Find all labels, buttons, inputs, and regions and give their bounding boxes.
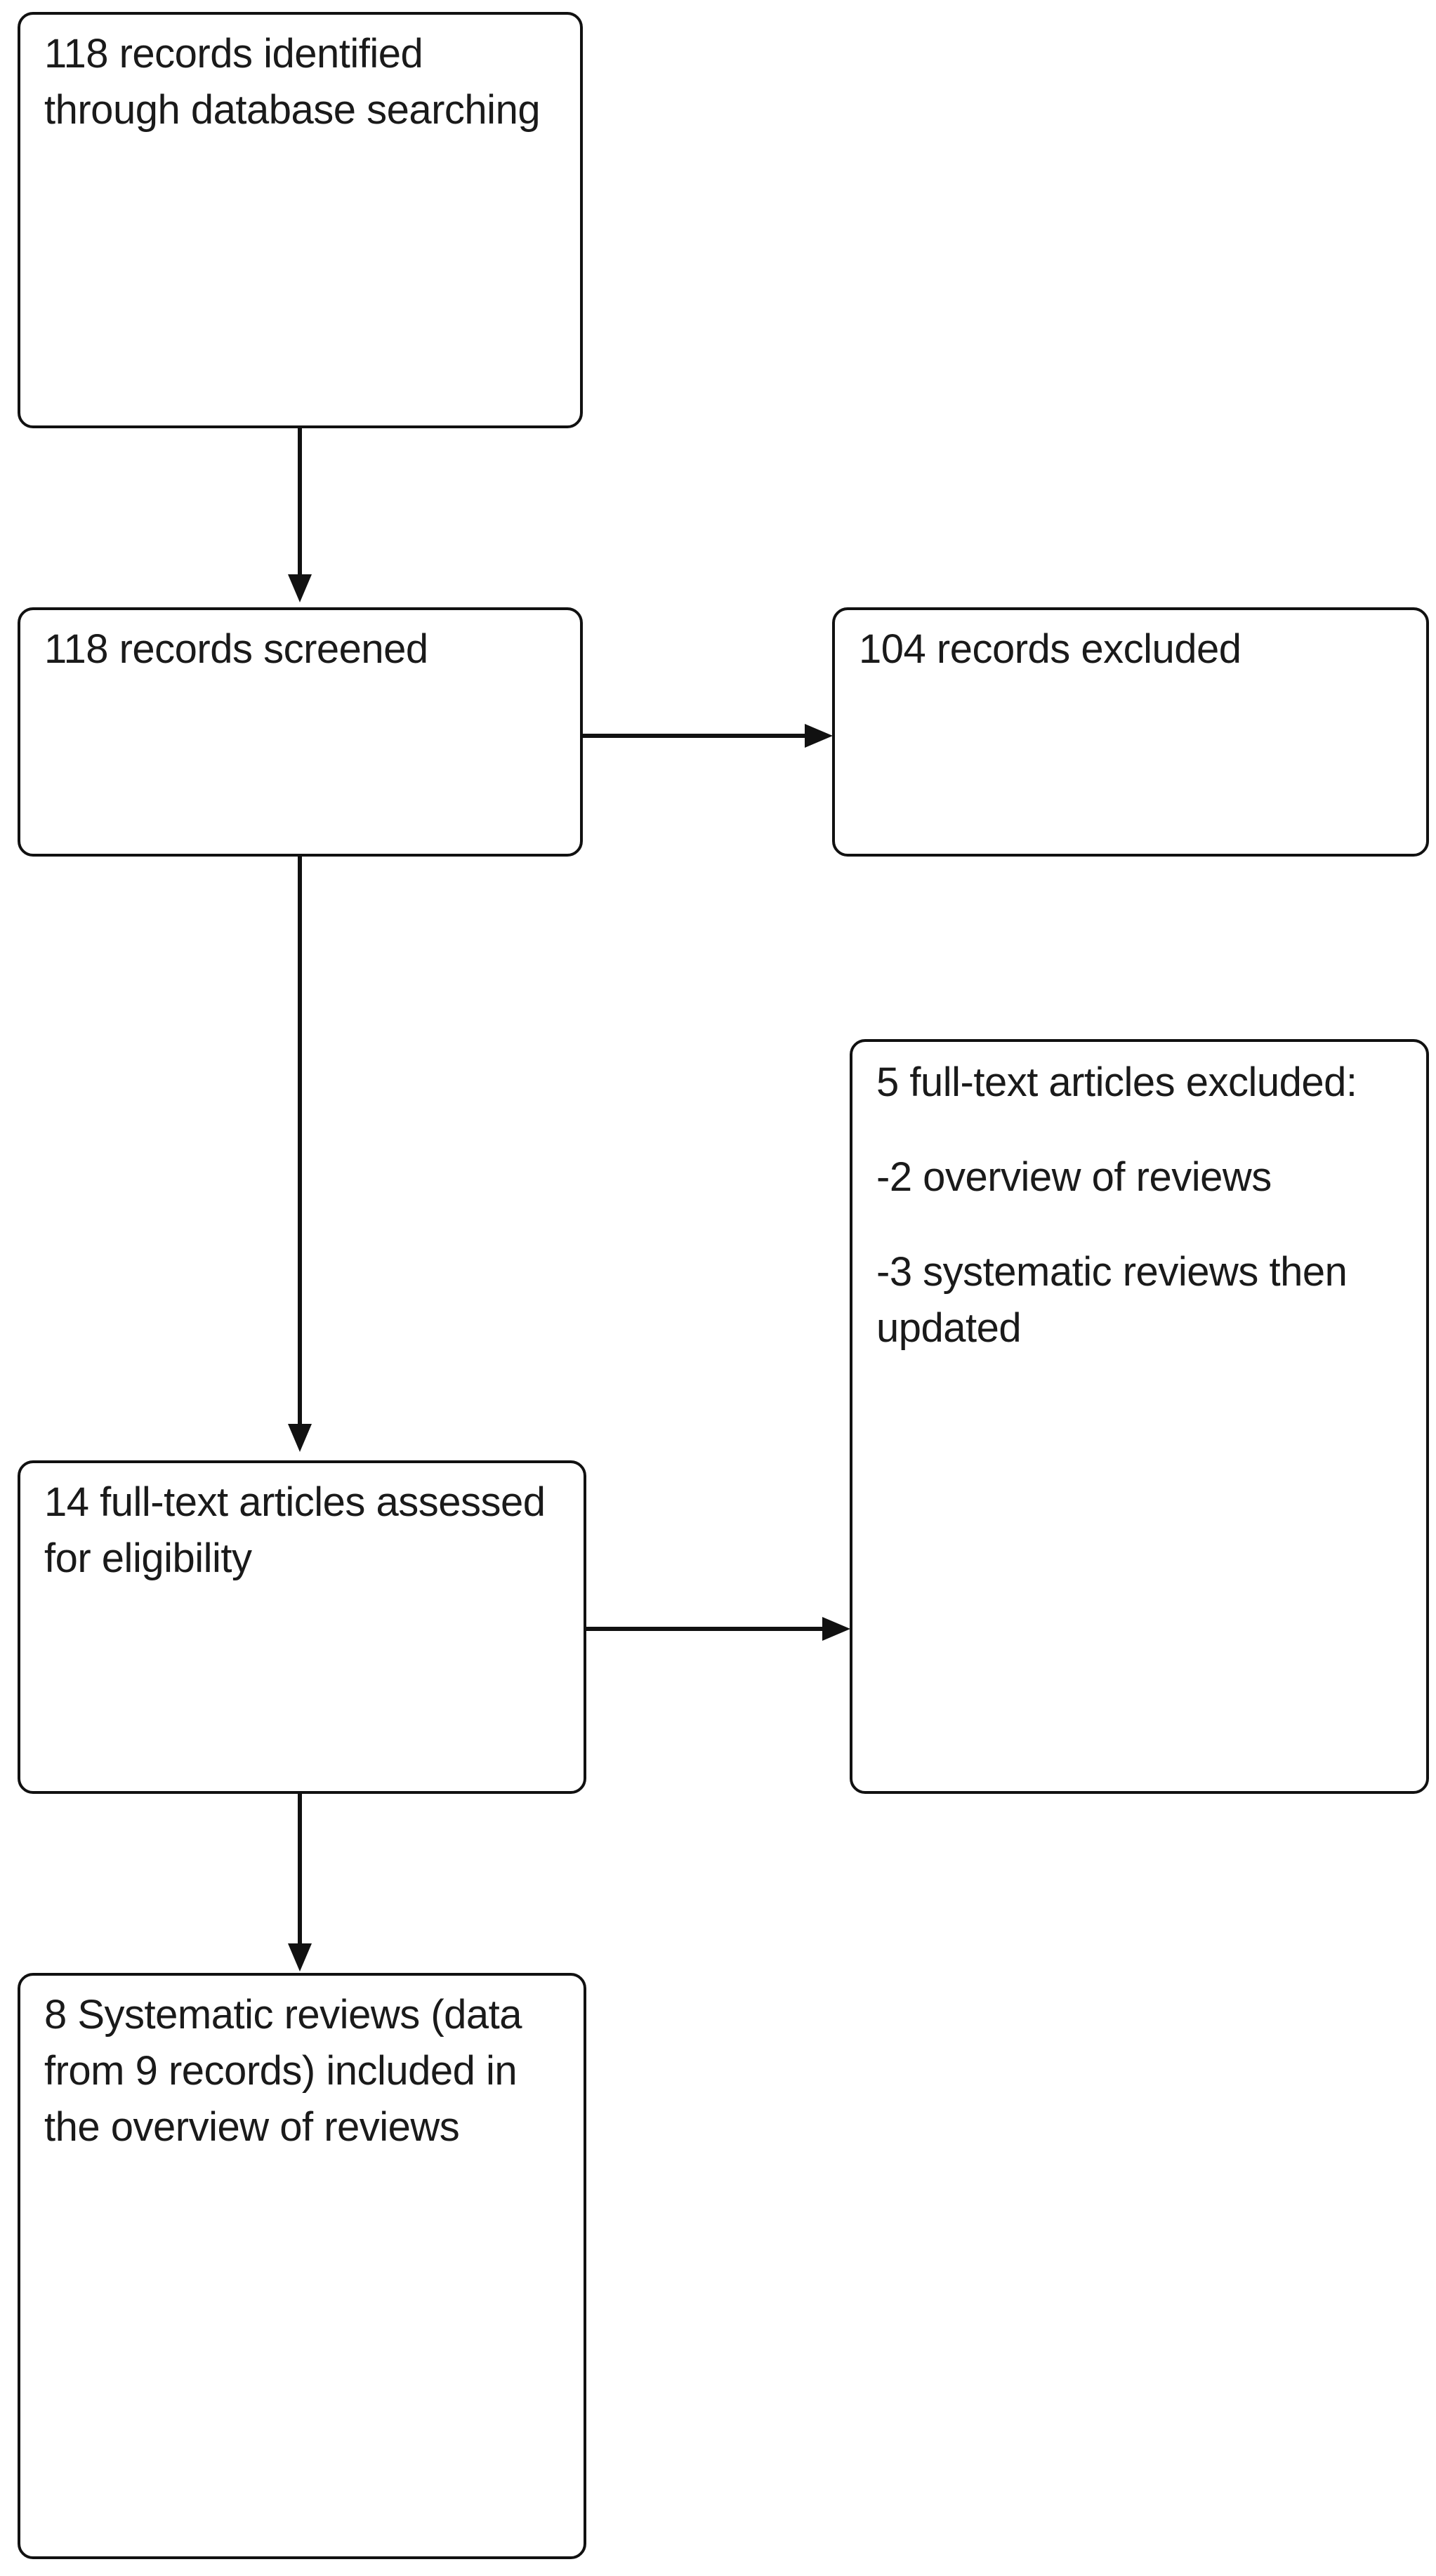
edge-eligibility-to-included-line: [298, 1794, 302, 1945]
records-identified-label: 118 records identified through database …: [44, 31, 541, 133]
edge-eligibility-to-fulltext-excluded-line: [586, 1627, 825, 1631]
records-identified-box[interactable]: 118 records identified through database …: [18, 12, 583, 428]
records-screened-box[interactable]: 118 records screened: [18, 607, 583, 857]
edge-screening-to-eligibility-line: [298, 857, 302, 1425]
systematic-reviews-included-box[interactable]: 8 Systematic reviews (data from 9 record…: [18, 1973, 586, 2559]
edge-identification-to-screening-arrowhead: [288, 574, 312, 602]
fulltext-excluded-heading: 5 full-text articles excluded:: [876, 1059, 1357, 1105]
fulltext-excluded-box[interactable]: 5 full-text articles excluded: -2 overvi…: [850, 1039, 1429, 1794]
records-screened-label: 118 records screened: [44, 626, 428, 672]
fulltext-assessed-box[interactable]: 14 full-text articles assessed for eligi…: [18, 1460, 586, 1794]
records-excluded-label: 104 records excluded: [859, 626, 1241, 672]
edge-eligibility-to-fulltext-excluded-arrowhead: [822, 1617, 850, 1641]
records-excluded-box[interactable]: 104 records excluded: [832, 607, 1429, 857]
fulltext-excluded-reason-1: -2 overview of reviews: [876, 1154, 1272, 1200]
fulltext-excluded-reason-2: -3 systematic reviews then updated: [876, 1249, 1348, 1351]
fulltext-excluded-paragraphs: 5 full-text articles excluded: -2 overvi…: [876, 1055, 1414, 1356]
edge-screening-to-excluded-line: [583, 734, 808, 738]
edge-screening-to-excluded-arrowhead: [805, 724, 833, 748]
systematic-reviews-included-label: 8 Systematic reviews (data from 9 record…: [44, 1992, 522, 2150]
fulltext-assessed-label: 14 full-text articles assessed for eligi…: [44, 1479, 546, 1581]
edge-screening-to-eligibility-arrowhead: [288, 1424, 312, 1452]
edge-eligibility-to-included-arrowhead: [288, 1943, 312, 1971]
edge-identification-to-screening-line: [298, 428, 302, 576]
